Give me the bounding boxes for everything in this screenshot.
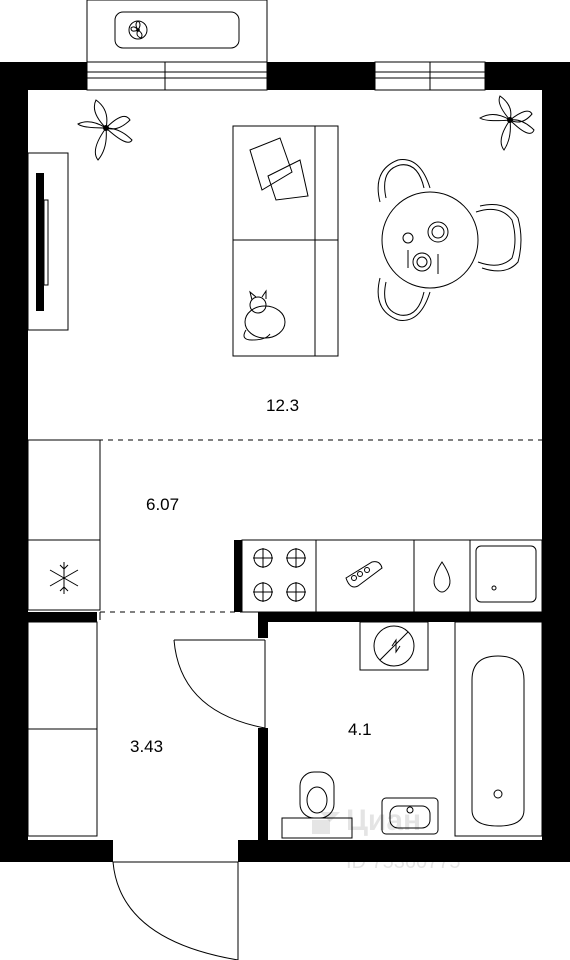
cabinet-icon bbox=[475, 545, 537, 603]
fridge-icon bbox=[27, 439, 101, 611]
window-right bbox=[374, 61, 486, 91]
fan-icon bbox=[128, 20, 148, 40]
plant-icon bbox=[77, 99, 133, 161]
cat-icon bbox=[243, 289, 286, 341]
tv-icon bbox=[27, 152, 69, 331]
watermark-logo-icon bbox=[312, 812, 340, 834]
toilet-icon bbox=[281, 771, 353, 839]
watermark-brand: Циан bbox=[346, 804, 421, 837]
plant-icon bbox=[479, 95, 535, 151]
cutting-board-icon bbox=[345, 561, 383, 588]
walls bbox=[0, 62, 570, 862]
sink-icon bbox=[433, 561, 451, 593]
room-area-kitchen: 6.07 bbox=[146, 495, 179, 514]
door-icon bbox=[112, 861, 239, 960]
pillow-icon bbox=[249, 137, 309, 201]
kitchen-counter bbox=[241, 539, 543, 613]
window-left bbox=[86, 61, 268, 91]
stove-icon bbox=[253, 548, 306, 602]
dining-table-icon bbox=[377, 159, 522, 321]
balcony bbox=[86, 0, 268, 63]
room-area-hallway: 3.43 bbox=[130, 737, 163, 756]
room-area-living: 12.3 bbox=[266, 396, 299, 415]
watermark: Циан ID 75360775 bbox=[312, 804, 461, 873]
watermark-id: ID 75360775 bbox=[346, 851, 461, 873]
sofa-icon bbox=[232, 125, 339, 357]
door-icon bbox=[173, 639, 266, 729]
wardrobe bbox=[27, 621, 98, 837]
fridge-snowflake-icon bbox=[49, 562, 79, 594]
room-area-bathroom: 4.1 bbox=[348, 720, 372, 739]
washing-machine-icon bbox=[359, 621, 429, 671]
washbasin-icon bbox=[381, 797, 439, 835]
bathtub-icon bbox=[454, 621, 543, 837]
